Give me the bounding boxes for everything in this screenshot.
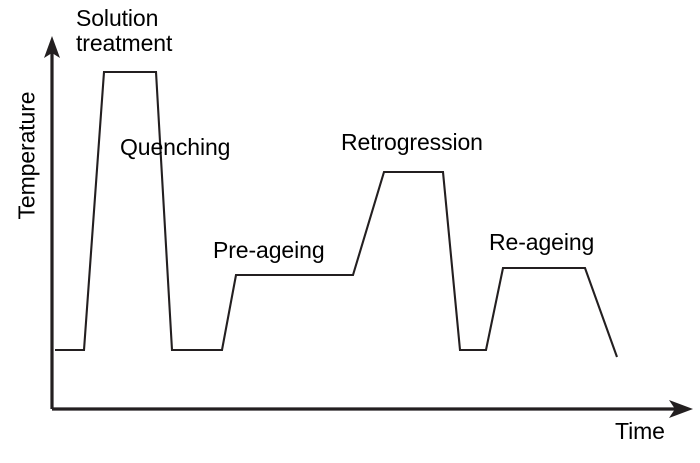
x-axis-title: Time: [615, 418, 665, 444]
x-axis-arrow-icon: [669, 400, 693, 418]
label-quenching: Quenching: [120, 134, 231, 160]
label-pre-ageing: Pre-ageing: [213, 237, 325, 263]
y-axis-title: Temperature: [13, 91, 40, 220]
y-axis-arrow-icon: [44, 36, 60, 58]
label-retrogression: Retrogression: [341, 129, 483, 155]
temperature-profile-curve: [55, 70, 618, 358]
label-re-ageing: Re-ageing: [489, 229, 595, 255]
label-solution-treatment: Solution treatment: [76, 5, 173, 56]
